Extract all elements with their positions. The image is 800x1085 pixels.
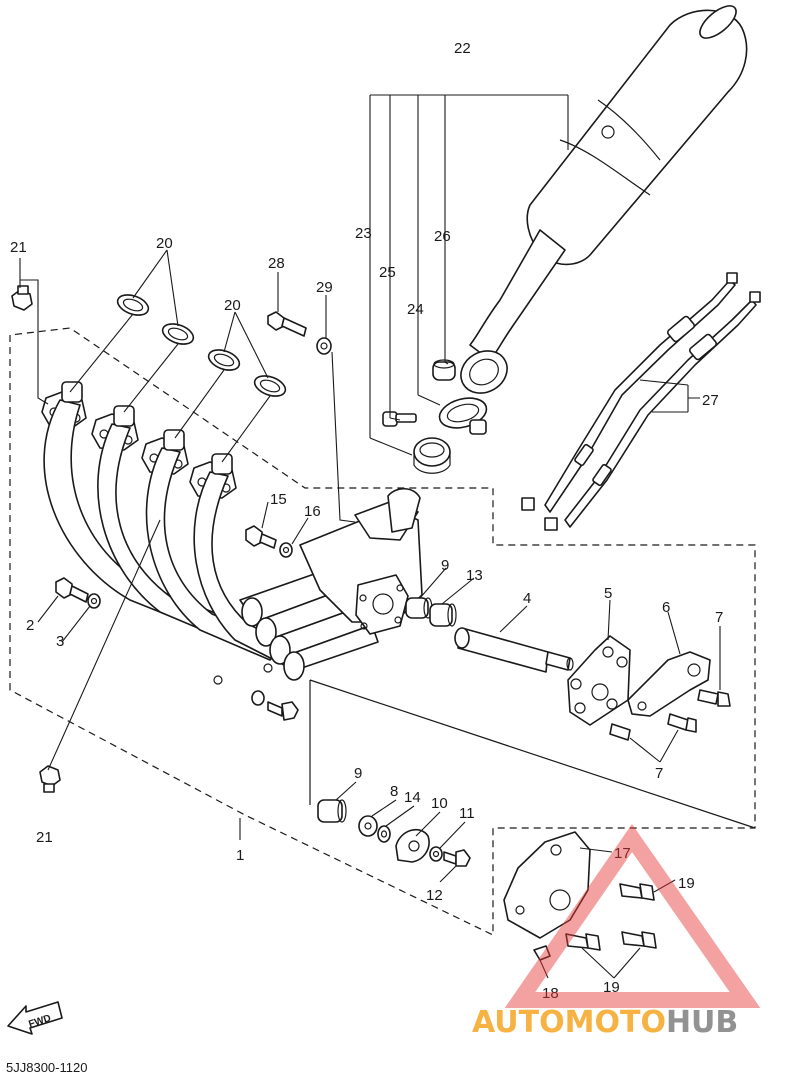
- callout-7-bottom: 7: [655, 765, 663, 782]
- exhaust-header-pipes: [41, 381, 379, 685]
- leader-lines: [19, 94, 721, 979]
- part-23-gasket: [413, 437, 451, 474]
- lower-washer-bolt: [251, 690, 299, 721]
- callout-16: 16: [304, 503, 321, 520]
- exhaust-collector-joint: [299, 487, 423, 635]
- part-21-bolt-bottom: [39, 765, 61, 793]
- muffler-assembly: [460, 5, 748, 394]
- part-20-gaskets: [116, 294, 287, 397]
- callout-15: 15: [270, 491, 287, 508]
- callout-26: 26: [434, 228, 451, 245]
- part-9-damper-upper: [405, 597, 433, 619]
- part-18-block: [533, 945, 551, 961]
- callout-21-top: 21: [10, 239, 27, 256]
- part-8-washer: [358, 815, 378, 837]
- part-26-nut: [432, 359, 456, 381]
- callout-9-upper: 9: [441, 557, 449, 574]
- callout-19-upper: 19: [678, 875, 695, 892]
- part-25-bolt: [382, 411, 417, 427]
- part-13-damper: [429, 603, 457, 627]
- callout-23: 23: [355, 225, 372, 242]
- fwd-arrow-icon: FWD: [7, 1001, 63, 1035]
- callout-25: 25: [379, 264, 396, 281]
- callout-10: 10: [431, 795, 448, 812]
- watermark-triangle-icon: [504, 823, 761, 1008]
- part-6-pulley-bracket: [627, 651, 711, 717]
- callout-18: 18: [542, 985, 559, 1002]
- part-2-bolt: [55, 577, 89, 603]
- callout-21-bottom: 21: [36, 829, 53, 846]
- callout-5: 5: [604, 585, 612, 602]
- callout-12: 12: [426, 887, 443, 904]
- callout-27: 27: [702, 392, 719, 409]
- part-16-washer: [279, 542, 293, 558]
- callout-4: 4: [523, 590, 531, 607]
- callout-17: 17: [614, 845, 631, 862]
- watermark-text: AUTOMOTOHUB: [472, 1005, 738, 1040]
- callout-numbers: 1 2 3 4 5 6 7 7 8 9 9 10 11 12 13 14 15 …: [10, 40, 723, 1002]
- callout-14: 14: [404, 789, 421, 806]
- part-5-bracket: [567, 635, 631, 726]
- part-11-washer: [429, 846, 443, 862]
- callout-7-top: 7: [715, 609, 723, 626]
- callout-20-left: 20: [156, 235, 173, 252]
- part-24-clamp: [438, 397, 488, 435]
- part-17-cover: [503, 831, 591, 939]
- part-3-washer: [87, 593, 101, 609]
- callout-24: 24: [407, 301, 424, 318]
- part-21-bolt-top: [11, 285, 33, 311]
- callout-19-lower: 19: [603, 979, 620, 996]
- callout-20-right: 20: [224, 297, 241, 314]
- callout-28: 28: [268, 255, 285, 272]
- callout-1: 1: [236, 847, 244, 864]
- throttle-cables-27: [521, 272, 761, 531]
- part-14-washer: [377, 825, 391, 843]
- callout-13: 13: [466, 567, 483, 584]
- part-19-screws: [565, 883, 657, 951]
- callout-22: 22: [454, 40, 471, 57]
- part-28-bolt: [267, 311, 307, 337]
- callout-3: 3: [56, 633, 64, 650]
- part-4-shaft: [454, 627, 574, 673]
- callout-8: 8: [390, 783, 398, 800]
- callout-29: 29: [316, 279, 333, 296]
- sub-boundary-dashed: [309, 679, 756, 829]
- callout-9-lower: 9: [354, 765, 362, 782]
- callout-11: 11: [459, 805, 475, 822]
- part-10-pulley: [395, 828, 430, 863]
- part-12-bolt: [443, 849, 471, 867]
- part-15-bolt: [245, 525, 277, 549]
- drawing-code: 5JJ8300-1120: [6, 1060, 87, 1075]
- callout-6: 6: [662, 599, 670, 616]
- automotohub-watermark: AUTOMOTOHUB: [472, 823, 761, 1040]
- callout-2: 2: [26, 617, 34, 634]
- part-29-washer: [316, 337, 332, 355]
- part-9-damper-lower: [317, 799, 347, 823]
- part-7-bolts: [609, 689, 731, 741]
